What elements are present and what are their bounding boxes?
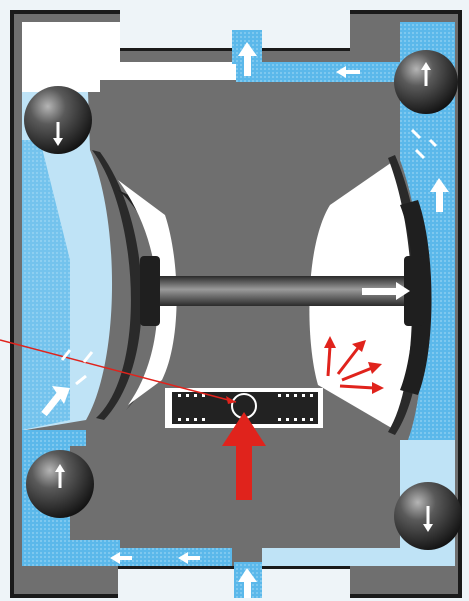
bottom-manifold-right [262, 548, 455, 566]
shaft-left-cap [140, 256, 160, 326]
check-ball-top-right [394, 50, 458, 114]
check-ball-top-left [24, 86, 92, 154]
check-ball-bottom-left [26, 450, 94, 518]
check-ball-bottom-right [394, 482, 462, 550]
